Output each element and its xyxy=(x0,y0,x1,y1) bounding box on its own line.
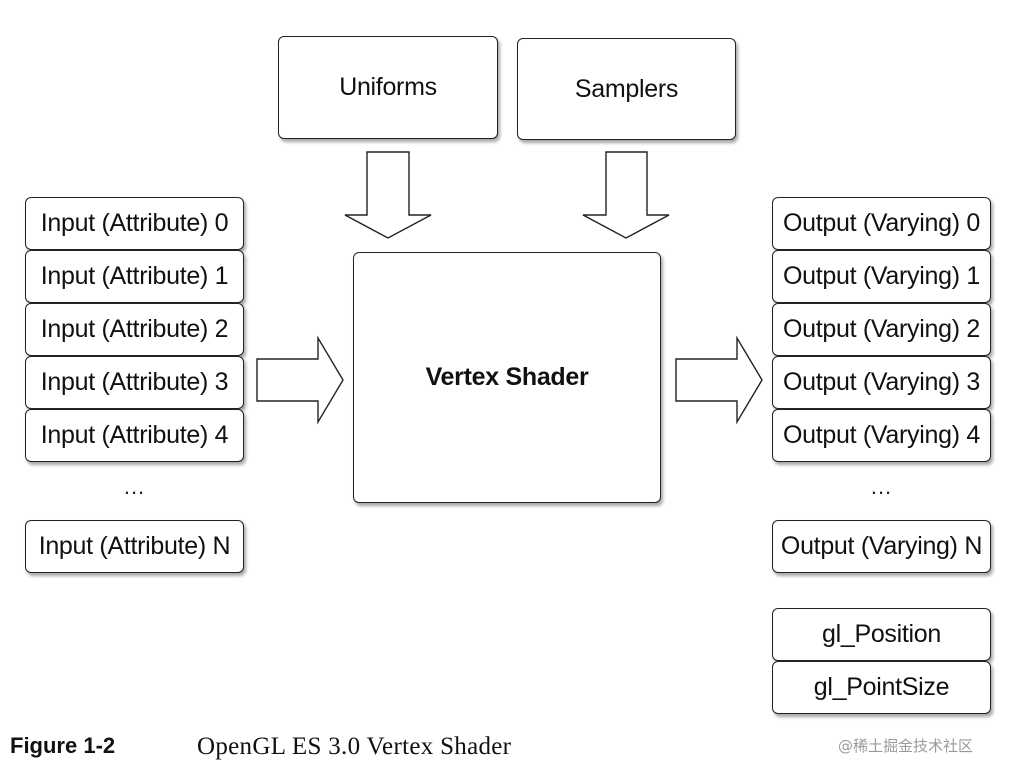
vertex-shader-box: Vertex Shader xyxy=(353,252,661,503)
output-varying-label: Output (Varying) 2 xyxy=(782,315,980,343)
output-varying-0: Output (Varying) 0 xyxy=(772,197,991,250)
outputs-ellipsis: ... xyxy=(870,474,893,499)
vertex-shader-label: Vertex Shader xyxy=(425,363,589,391)
samplers-box: Samplers xyxy=(517,38,736,140)
figure-number: Figure 1-2 xyxy=(10,733,116,758)
input-attribute-1: Input (Attribute) 1 xyxy=(25,250,244,303)
input-attribute-label: Input (Attribute) 3 xyxy=(40,368,229,396)
uniforms-down-arrow xyxy=(344,151,432,239)
input-attribute-3: Input (Attribute) 3 xyxy=(25,356,244,409)
gl-position-box: gl_Position xyxy=(772,608,991,661)
uniforms-label: Uniforms xyxy=(339,73,437,101)
input-attribute-label: Input (Attribute) 0 xyxy=(40,209,229,237)
input-attribute-n: Input (Attribute) N xyxy=(25,520,244,573)
watermark: @稀土掘金技术社区 xyxy=(838,737,974,755)
uniforms-box: Uniforms xyxy=(278,36,498,139)
input-attribute-label: Input (Attribute) 1 xyxy=(40,262,229,290)
inputs-ellipsis: ... xyxy=(123,474,146,499)
input-attribute-label: Input (Attribute) 2 xyxy=(40,315,229,343)
output-varying-n: Output (Varying) N xyxy=(772,520,991,573)
input-attribute-0: Input (Attribute) 0 xyxy=(25,197,244,250)
input-attribute-2: Input (Attribute) 2 xyxy=(25,303,244,356)
samplers-down-arrow xyxy=(582,151,670,239)
output-varying-2: Output (Varying) 2 xyxy=(772,303,991,356)
gl-pointsize-box: gl_PointSize xyxy=(772,661,991,714)
output-varying-label: Output (Varying) 4 xyxy=(782,421,980,449)
input-attribute-4: Input (Attribute) 4 xyxy=(25,409,244,462)
output-varying-label: Output (Varying) 0 xyxy=(782,209,980,237)
output-varying-3: Output (Varying) 3 xyxy=(772,356,991,409)
inputs-right-arrow xyxy=(256,335,344,425)
output-varying-label: Output (Varying) 3 xyxy=(782,368,980,396)
outputs-right-arrow xyxy=(675,335,763,425)
output-varying-4: Output (Varying) 4 xyxy=(772,409,991,462)
samplers-label: Samplers xyxy=(574,74,679,103)
gl-position-label: gl_Position xyxy=(821,620,941,648)
output-varying-label: Output (Varying) N xyxy=(780,532,983,560)
output-varying-1: Output (Varying) 1 xyxy=(772,250,991,303)
input-attribute-label: Input (Attribute) N xyxy=(38,532,231,560)
gl-pointsize-label: gl_PointSize xyxy=(813,673,950,701)
figure-title: OpenGL ES 3.0 Vertex Shader xyxy=(197,733,512,760)
input-attribute-label: Input (Attribute) 4 xyxy=(40,421,229,449)
output-varying-label: Output (Varying) 1 xyxy=(782,262,980,290)
